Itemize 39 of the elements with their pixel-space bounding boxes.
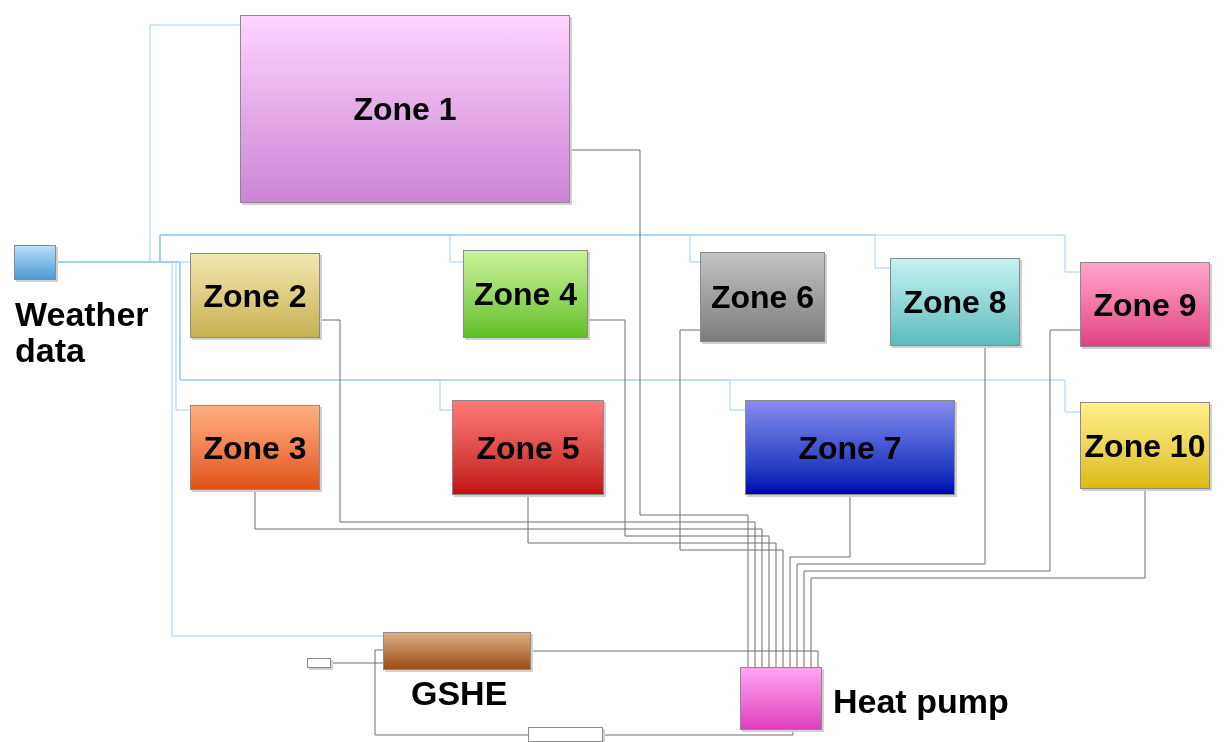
- zone-label: Zone 10: [1083, 426, 1207, 466]
- zone-block: [1080, 262, 1210, 347]
- connector-line: [587, 319, 770, 668]
- zone-label: Zone 6: [709, 278, 816, 317]
- zone-label: Zone 4: [472, 275, 579, 314]
- empty-block: [307, 658, 331, 668]
- zone-label: Zone 2: [202, 276, 308, 316]
- zone-block: [463, 250, 588, 338]
- zone-label: Zone 3: [202, 428, 308, 468]
- zone-label: Zone 9: [1092, 285, 1198, 325]
- connector-line: [254, 489, 763, 668]
- empty-block: [528, 727, 603, 742]
- connector-line: [569, 149, 749, 668]
- zone-block: [190, 253, 320, 338]
- node-label: Heat pump: [833, 684, 1009, 718]
- connector-line: [679, 329, 784, 668]
- zone-block: [745, 400, 955, 495]
- zone-block: [700, 252, 825, 342]
- connector-line: [602, 729, 794, 736]
- connector-line: [374, 649, 529, 736]
- connector-line: [789, 494, 851, 668]
- node-label: GSHE: [411, 676, 508, 710]
- zone-label: Zone 8: [902, 283, 1008, 322]
- connector-line: [530, 650, 819, 668]
- zone-block: [452, 400, 604, 495]
- node-label: Weather data: [15, 296, 150, 368]
- connector-line: [803, 329, 1081, 668]
- zone-block: [240, 15, 570, 203]
- zone-block: [190, 405, 320, 490]
- connector-line: [527, 494, 777, 668]
- zone-block: [1080, 402, 1210, 489]
- zone-block: [890, 258, 1020, 346]
- connector-line: [796, 345, 986, 668]
- zone-label: Zone 1: [352, 90, 458, 129]
- zone-label: Zone 5: [475, 428, 581, 468]
- zone-label: Zone 7: [797, 428, 903, 468]
- connector-line: [810, 488, 1146, 668]
- connector-line: [319, 319, 756, 668]
- connector-line: [330, 662, 384, 664]
